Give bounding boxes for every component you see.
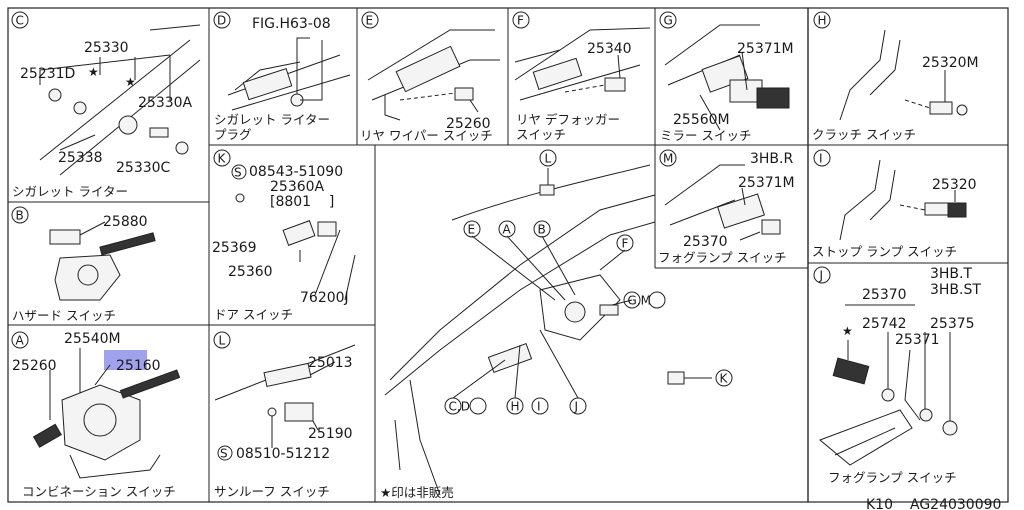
panel-letter: D (217, 14, 226, 28)
callout-pair: G,M (628, 294, 651, 308)
screw-mark: S (220, 447, 228, 461)
callout-letter: K (720, 372, 729, 386)
part-number: 25338 (58, 150, 103, 166)
star-marker: ★ (88, 65, 99, 79)
part-number: 25260 (12, 358, 57, 374)
callout-letter: F (622, 237, 629, 251)
panel-fog-lamp-switch-hbt: J 3HB.T 3HB.ST 25370 25742 25375 25371 ★… (813, 266, 981, 485)
part-number: 25160 (116, 358, 161, 374)
highlight-25160 (104, 350, 147, 370)
panel-caption: コンビネーション スイッチ (22, 484, 176, 499)
part-number: 25013 (308, 355, 353, 371)
panel-caption: クラッチ スイッチ (812, 127, 916, 142)
part-number: 25360A (270, 179, 325, 195)
panel-caption: シガレット ライター (214, 112, 330, 127)
panel-letter: I (819, 152, 823, 166)
panel-letter: B (16, 209, 24, 223)
part-number: 25320M (922, 55, 979, 71)
panel-letter: F (517, 14, 524, 28)
callout-letter: A (503, 223, 512, 237)
part-number: [8801 ] (270, 194, 334, 210)
model-code: K10 (866, 497, 893, 510)
part-number: 25330 (84, 40, 129, 56)
panel-caption: プラグ (214, 127, 252, 142)
callout-letter: E (468, 223, 476, 237)
main-dashboard-view: L E A B F G,M K C,D H I J ★印は非販売 (380, 149, 733, 500)
panel-letter: A (16, 334, 25, 348)
not-for-sale-note: ★印は非販売 (380, 485, 454, 500)
panel-hazard-switch: B 25880 ハザード スイッチ (11, 206, 156, 323)
part-number: 25370 (683, 234, 728, 250)
panel-clutch-switch: H 25320M クラッチ スイッチ (812, 11, 979, 142)
screw-mark: S (234, 166, 242, 180)
panel-caption: フォグランプ スイッチ (658, 250, 787, 265)
diagram-code: AG24030090 (910, 497, 1001, 510)
part-number: 25742 (862, 316, 907, 332)
callout-letter: I (537, 400, 541, 414)
panel-caption: ストップ ランプ スイッチ (812, 244, 957, 259)
callout-pair: C,D (449, 400, 470, 414)
panel-caption: スイッチ (516, 127, 566, 142)
part-number: 25371M (738, 175, 795, 191)
panel-rear-wiper-switch: E 25260 リヤ ワイパー スイッチ (360, 11, 500, 143)
panel-caption: リヤ デフォッガー (516, 112, 620, 127)
screw-number: 08543-51090 (249, 164, 343, 180)
panel-letter: E (366, 14, 374, 28)
star-marker: ★ (842, 324, 853, 338)
screw-number: 08510-51212 (236, 446, 330, 462)
panel-caption: フォグランプ スイッチ (828, 470, 957, 485)
part-number: 25330A (138, 95, 193, 111)
callout-letter: J (574, 400, 579, 414)
panel-stop-lamp-switch: I 25320 ストップ ランプ スイッチ (812, 149, 977, 259)
panel-door-switch: K S 08543-51090 25360A [8801 ] 25369 253… (212, 149, 356, 322)
panel-caption: ハザード スイッチ (12, 308, 116, 323)
panel-caption: ドア スイッチ (214, 307, 293, 322)
part-number: 25320 (932, 177, 977, 193)
part-number: 25370 (862, 287, 907, 303)
part-number: 76200J (300, 290, 349, 306)
panel-mirror-switch: G 25371M 25560M ミラー スイッチ (659, 11, 794, 143)
panel-letter: C (16, 14, 24, 28)
part-number: 25190 (308, 426, 353, 442)
part-number: 25560M (673, 112, 730, 128)
panel-caption: シガレット ライター (12, 184, 128, 199)
part-number: 25375 (930, 316, 975, 332)
panel-letter: H (818, 14, 827, 28)
variant-label: 3HB.R (750, 151, 793, 167)
callout-letter: L (545, 152, 552, 166)
callout-letter: B (538, 223, 546, 237)
panel-fog-lamp-switch-hbr: M 3HB.R 25371M 25370 フォグランプ スイッチ (658, 149, 795, 265)
part-number: 25540M (64, 331, 121, 347)
part-number: 25330C (116, 160, 171, 176)
part-number: 25231D (20, 66, 75, 82)
variant-label: 3HB.T (930, 266, 972, 282)
panel-caption: リヤ ワイパー スイッチ (360, 128, 493, 143)
part-number: 25340 (587, 41, 632, 57)
part-number: 25260 (446, 116, 491, 132)
callout-letter: H (511, 400, 520, 414)
panel-letter: K (218, 152, 227, 166)
panel-lighter-plug: D FIG.H63-08 シガレット ライター プラグ (213, 11, 351, 142)
panel-letter: L (219, 334, 226, 348)
part-number: 25360 (228, 264, 273, 280)
variant-label: 3HB.ST (930, 282, 981, 298)
panel-caption: ミラー スイッチ (660, 128, 751, 143)
panel-sunroof-switch: L 25013 25190 S 08510-51212 サンルーフ スイッチ (213, 331, 356, 499)
panel-rear-defogger-switch: F 25340 リヤ デフォッガー スイッチ (512, 11, 651, 142)
panel-cigarette-lighter: C ★ ★ 25330 25231D 25330A 25338 25330C シ… (11, 11, 201, 199)
part-number: 25369 (212, 240, 257, 256)
panel-letter: J (819, 269, 824, 283)
part-number: 25371 (895, 332, 940, 348)
star-marker: ★ (125, 75, 136, 89)
footer: K10 AG24030090 (866, 497, 1001, 510)
part-number: 25880 (103, 214, 148, 230)
panel-letter: M (663, 152, 673, 166)
panel-caption: サンルーフ スイッチ (214, 484, 330, 499)
panel-frames (7, 7, 1009, 503)
panel-letter: G (664, 14, 673, 28)
panel-combination-switch: A 25540M 25260 25160 コンビネーション スイッチ (11, 331, 181, 499)
part-number: 25371M (737, 41, 794, 57)
figure-reference: FIG.H63-08 (252, 16, 331, 32)
